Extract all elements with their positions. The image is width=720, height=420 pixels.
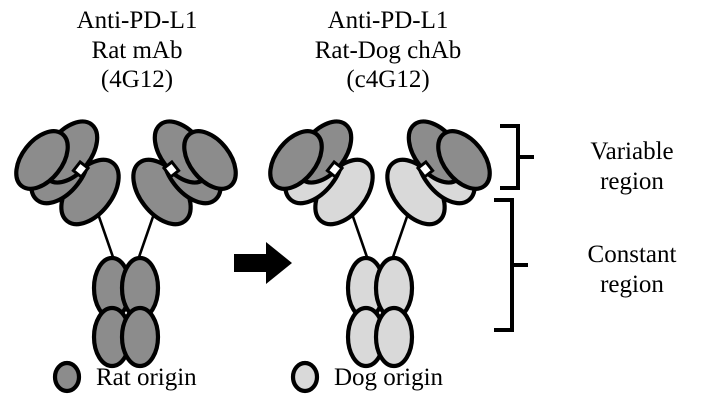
arrow-shape-path	[234, 242, 292, 284]
legend-label-rat-origin: Rat origin	[96, 363, 197, 391]
left-antibody-stem-CH3-right	[119, 305, 161, 369]
left-antibody-right-arm-VL	[182, 129, 238, 191]
right-antibody-left-arm-VL	[268, 129, 324, 191]
variable-region-label: Variable region	[548, 137, 716, 197]
legend-item-rat-origin: Rat origin	[52, 360, 197, 394]
right-antibody-caption-line-3: (c4G12)	[346, 66, 430, 93]
legend-swatch-rat-shape	[52, 360, 82, 394]
left-antibody-caption: Anti-PD-L1 Rat mAb (4G12)	[22, 6, 252, 95]
left-antibody-left-arm-VL	[14, 129, 70, 191]
right-antibody-right-arm-VL	[436, 129, 492, 191]
right-antibody-caption-line-1: Anti-PD-L1	[327, 7, 449, 34]
variable-region-bracket	[500, 124, 520, 190]
left-antibody-diagram	[14, 119, 238, 369]
legend-swatch-dog-shape	[290, 360, 320, 394]
left-antibody-caption-line-3: (4G12)	[100, 66, 174, 93]
region-brackets	[494, 124, 534, 332]
left-antibody-left-arm-notch	[71, 159, 91, 179]
constant-region-bracket	[494, 198, 514, 332]
constant-region-label-line-1: Constant	[587, 241, 677, 268]
left-antibody-caption-line-1: Anti-PD-L1	[76, 7, 198, 34]
constant-region-label: Constant region	[548, 240, 716, 300]
left-antibody-right-arm-notch	[161, 159, 181, 179]
right-arrow-icon	[234, 242, 292, 284]
legend-label-dog-origin: Dog origin	[334, 363, 444, 391]
left-antibody-caption-line-2: Rat mAb	[91, 36, 183, 64]
right-antibody-stem-CH3-right	[373, 305, 415, 369]
legend-item-dog-origin: Dog origin	[290, 360, 443, 394]
variable-region-label-line-1: Variable	[590, 138, 674, 165]
right-antibody-caption: Anti-PD-L1 Rat-Dog chAb (c4G12)	[268, 6, 508, 95]
variable-region-label-line-2: region	[600, 168, 664, 195]
right-antibody-diagram	[268, 119, 492, 369]
constant-region-label-line-2: region	[600, 271, 664, 298]
right-antibody-caption-line-2: Rat-Dog chAb	[314, 36, 462, 64]
right-antibody-left-arm-notch	[325, 159, 345, 179]
ellipse-swatch-icon	[290, 360, 320, 394]
right-antibody-right-arm-notch	[415, 159, 435, 179]
ellipse-swatch-icon	[52, 360, 82, 394]
